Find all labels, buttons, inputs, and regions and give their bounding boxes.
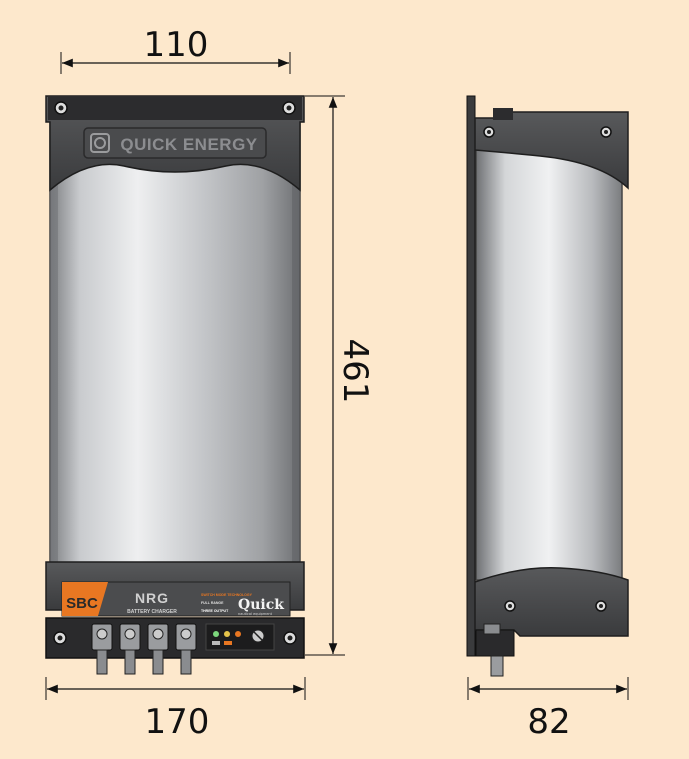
output-terminal-3	[147, 623, 169, 675]
side-rail-right	[292, 118, 300, 596]
status-led-icon	[224, 631, 230, 637]
dimension-label-82: 82	[527, 702, 570, 742]
mounting-screw-bottom-left	[53, 631, 67, 645]
brand-label: QUICK ENERGY	[120, 135, 257, 154]
dimension-top-width: 110	[60, 25, 291, 74]
side-terminal	[475, 623, 515, 677]
model-subtitle: BATTERY CHARGER	[127, 609, 177, 615]
feature-1: SWITCH MODE TECHNOLOGY	[201, 593, 253, 597]
side-top-knob	[493, 108, 513, 120]
side-screw-bottom-right	[595, 600, 607, 612]
model-name: NRG	[135, 590, 169, 606]
mounting-screw-bottom-right	[283, 631, 297, 645]
side-view-charger	[466, 95, 629, 677]
dimension-height: 461	[305, 95, 375, 656]
dimension-label-170: 170	[145, 702, 210, 742]
maker-tagline: nautical equipment	[238, 612, 273, 616]
model-badge: SBC	[66, 595, 98, 612]
maker-logo: Quick	[238, 597, 284, 613]
dimension-label-110: 110	[144, 25, 209, 65]
side-rail-left	[50, 118, 58, 596]
output-terminal-4	[175, 623, 197, 675]
side-screw-top-right	[600, 126, 612, 138]
mounting-flange	[466, 95, 476, 657]
side-aluminium-body	[475, 147, 623, 581]
dimension-bottom-width: 170	[45, 677, 306, 742]
side-screw-top-left	[483, 126, 495, 138]
dimension-side-depth: 82	[467, 677, 629, 742]
side-screw-bottom-left	[504, 600, 516, 612]
feature-2: FULL RANGE	[201, 601, 224, 605]
mode-selector-icon	[251, 629, 265, 643]
status-led-icon	[235, 631, 241, 637]
brand-plate	[83, 127, 267, 159]
side-bottom-end-cap	[474, 567, 629, 637]
quick-logo-icon	[90, 133, 110, 153]
output-terminal-1	[91, 623, 113, 675]
mounting-screw-top-right	[282, 101, 296, 115]
sbc-badge-accent	[62, 582, 108, 616]
front-view-charger: QUICK ENERGY SBC NRG BATTERY CHARGER SWI…	[45, 95, 305, 675]
mounting-screw-top-left	[54, 101, 68, 115]
top-cap-plate	[48, 96, 302, 120]
led-indicator-panel	[205, 623, 275, 651]
feature-3: THREE OUTPUT	[201, 609, 229, 613]
side-top-end-cap	[474, 111, 629, 190]
dimension-label-461: 461	[335, 339, 375, 404]
status-led-icon	[213, 631, 219, 637]
aluminium-body	[49, 117, 301, 597]
output-terminal-2	[119, 623, 141, 675]
